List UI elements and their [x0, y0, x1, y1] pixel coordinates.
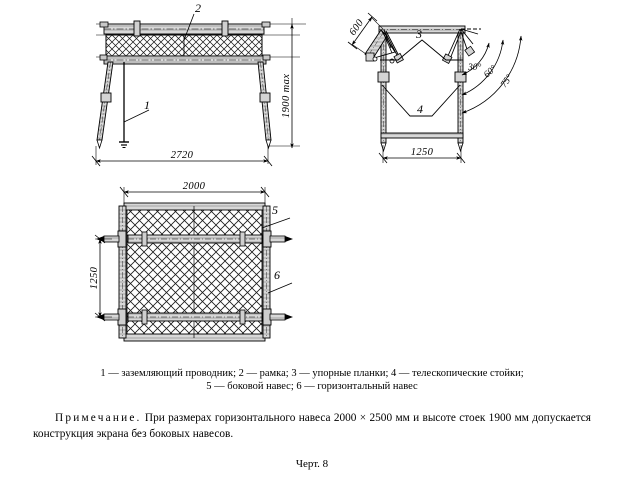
dimension-side-width: 1250: [378, 145, 466, 164]
frame-clamps: [99, 20, 271, 61]
bottom-rail: [103, 55, 267, 65]
dimension-label-1250-plan: 1250: [89, 266, 100, 289]
front-elevation-view: 2 1 1900 max 2720: [91, 1, 306, 167]
position-label-5: 5: [272, 203, 278, 217]
top-rail: [103, 23, 265, 35]
dimension-plan-width: 1250: [89, 234, 112, 322]
dimension-label-600: 600: [347, 17, 366, 37]
caption-line-1: 1 — заземляющий проводник; 2 — рамка; 3 …: [100, 368, 524, 379]
side-struts-left: [383, 29, 401, 59]
note-block: Примечание. При размерах горизонтального…: [33, 410, 591, 442]
plan-crossbar-lower: [96, 308, 293, 326]
dimension-label-1900max: 1900 max: [281, 74, 292, 118]
angle-arcs: [461, 35, 523, 114]
caption-line-2: 5 — боковой навес; 6 — горизонтальный на…: [206, 381, 418, 392]
dimension-front-width: 2720: [91, 150, 273, 167]
position-label-4: 4: [417, 102, 423, 116]
figure-number: Черт. 8: [295, 458, 329, 470]
dimension-front-height: 1900 max: [268, 23, 300, 149]
angle-label-60: 60°: [482, 63, 499, 80]
telescopic-leg-left: [96, 61, 114, 150]
position-label-3: 3: [415, 27, 422, 41]
leader-position-5: [261, 217, 291, 229]
leader-position-1: [123, 109, 150, 123]
telescopic-leg-right: [257, 61, 272, 150]
dimension-label-1250-side: 1250: [411, 147, 434, 158]
note-heading: Примечание.: [55, 412, 142, 424]
side-post-left: [377, 32, 390, 153]
dimension-plan-length: 2000: [119, 181, 270, 204]
position-label-2: 2: [195, 1, 201, 15]
side-struts-right: [446, 28, 481, 60]
side-elevation-view: 3 4 600 30° 60° 75°: [347, 12, 523, 164]
mesh-screen-panel: [105, 34, 263, 57]
side-bottom-bar: [380, 132, 464, 139]
upper-chevron-mesh: [380, 39, 463, 61]
note-body: При размерах горизонтального навеса 2000…: [33, 412, 591, 440]
lower-chevron-mesh: [381, 84, 461, 117]
dimension-label-2000: 2000: [183, 181, 206, 192]
grounding-conductor: [119, 62, 129, 148]
angle-label-75: 75°: [498, 72, 515, 89]
position-label-6: 6: [274, 268, 280, 282]
position-label-1: 1: [144, 98, 150, 112]
side-brace-block-left: [389, 52, 404, 64]
side-top-bar: [378, 25, 466, 34]
leader-position-6: [267, 282, 293, 294]
dimension-label-2720: 2720: [171, 150, 194, 161]
leader-position-2: [183, 13, 195, 41]
plan-view: 5 6 2000 1250: [89, 181, 293, 342]
angle-label-30: 30°: [467, 62, 482, 73]
